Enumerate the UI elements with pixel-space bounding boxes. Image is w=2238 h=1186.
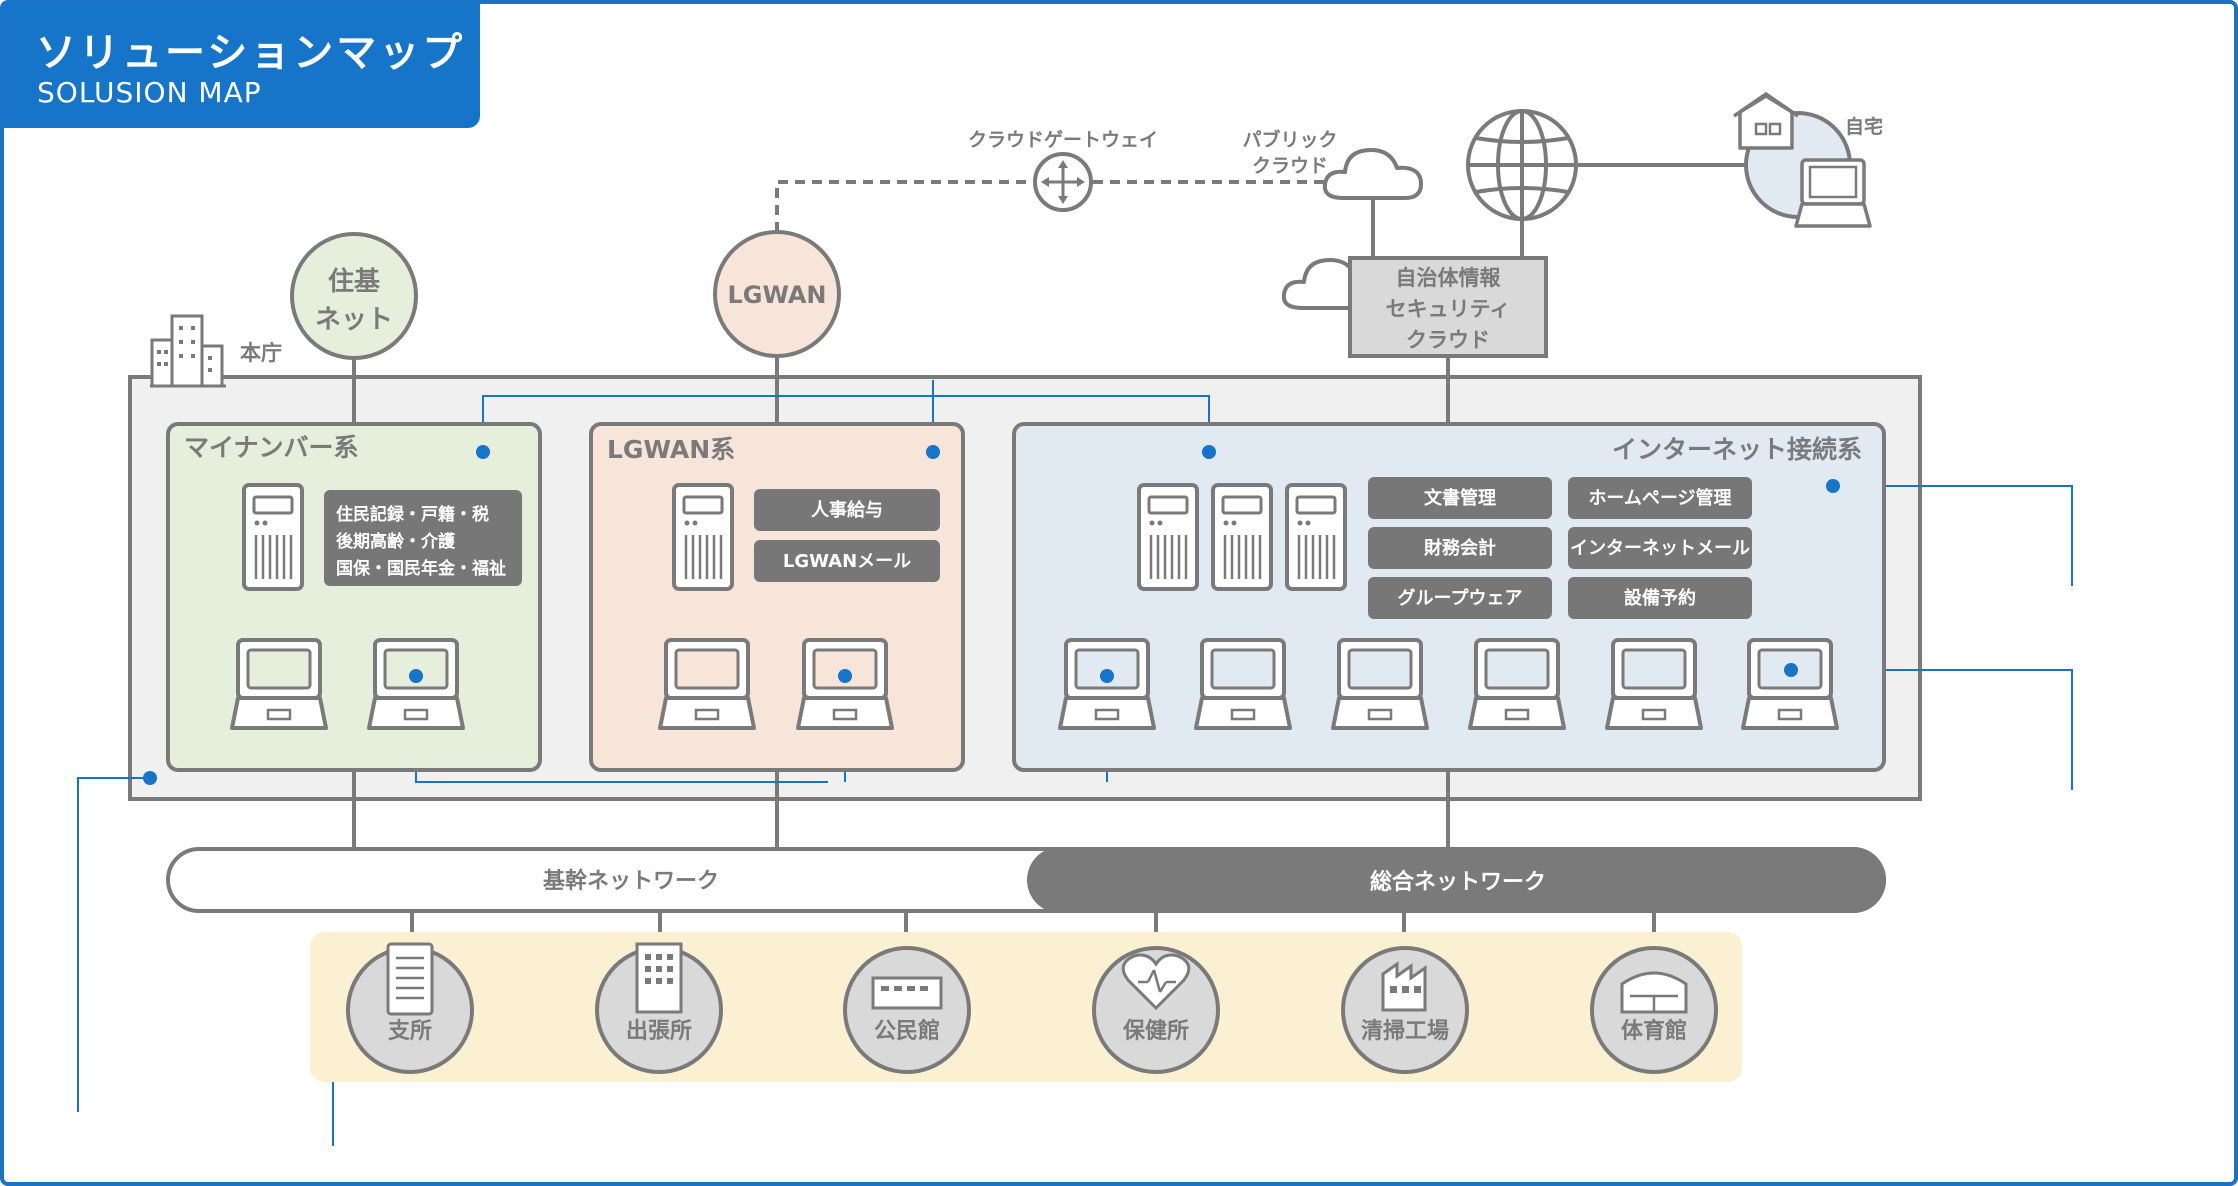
- internet-laptop-3: [1331, 638, 1429, 730]
- internet-apps: [1368, 477, 1752, 619]
- lgwan-node-label: LGWAN: [727, 281, 826, 309]
- facility-3: [843, 946, 971, 1074]
- security-cloud-box: [1348, 256, 1548, 358]
- facility-label-3: 公民館: [874, 1018, 940, 1044]
- facility-label-6: 体育館: [1621, 1018, 1687, 1044]
- building-windows: [157, 326, 212, 372]
- building-icon: [150, 314, 226, 388]
- community-hall-icon: [871, 976, 943, 1010]
- security-cloud-label-2: セキュリティ: [1386, 297, 1511, 321]
- backbone-network-label: 基幹ネットワーク: [543, 868, 719, 894]
- lgwan-laptop-2: [796, 638, 894, 730]
- facility-icon-details: [396, 956, 1678, 1012]
- lgwan-server: [672, 483, 734, 591]
- mynumber-laptop-1: [230, 638, 328, 730]
- zone-mynumber: [166, 422, 542, 772]
- page-title: ソリューションマップ: [36, 30, 466, 76]
- zone-mynumber-title: マイナンバー系: [184, 433, 359, 462]
- mynumber-app-1: 住民記録・戸籍・税: [336, 504, 489, 525]
- internet-laptop-2: [1194, 638, 1292, 730]
- internet-app-1: 文書管理: [1424, 487, 1496, 509]
- internet-laptop-6: [1741, 638, 1839, 730]
- facility-label-2: 出張所: [626, 1019, 692, 1044]
- facility-label-1: 支所: [388, 1019, 432, 1044]
- globe-icon: [1466, 109, 1578, 221]
- internet-app-6: 設備予約: [1624, 587, 1696, 609]
- facilities-area: [310, 932, 1742, 1082]
- public-cloud-label-2: クラウド: [1252, 155, 1328, 177]
- internet-app-5: グループウェア: [1398, 587, 1523, 609]
- page-subtitle: SOLUSION MAP: [37, 76, 262, 109]
- lgwan-node: LGWAN: [713, 230, 841, 358]
- facility-label-4: 保健所: [1122, 1018, 1189, 1044]
- internet-laptop-5: [1605, 638, 1703, 730]
- zone-lgwan-title: LGWAN系: [607, 435, 735, 464]
- integrated-network-label: 総合ネットワーク: [1370, 869, 1546, 895]
- cloud-gateway-icon: [1033, 152, 1093, 212]
- integrated-network-bar: [1027, 847, 1886, 913]
- zone-lgwan: [589, 422, 965, 772]
- gymnasium-icon: [1620, 971, 1688, 1014]
- cloud-gateway-label: クラウドゲートウェイ: [968, 129, 1158, 151]
- mynumber-laptop-2: [367, 638, 465, 730]
- lgwan-app-2: LGWANメール: [783, 551, 911, 572]
- internet-app-4: インターネットメール: [1570, 538, 1750, 559]
- lgwan-app-2-box: [754, 540, 940, 582]
- title-banner: ソリューションマップ SOLUSION MAP: [2, 2, 480, 128]
- mynumber-app-2: 後期高齢・介護: [336, 531, 456, 552]
- security-cloud-label-1: 自治体情報: [1396, 266, 1502, 290]
- mynumber-app-3: 国保・国民年金・福祉: [336, 558, 506, 579]
- facility-icon-dots: [645, 954, 1421, 993]
- hq-label: 本庁: [240, 341, 282, 365]
- annotation-dots: [143, 445, 1840, 1047]
- home-icon: [1733, 91, 1872, 228]
- internet-server-2: [1211, 483, 1273, 591]
- public-cloud-label-1: パブリック: [1242, 128, 1337, 151]
- internet-app-3: 財務会計: [1424, 537, 1496, 559]
- mynumber-server: [242, 483, 304, 591]
- internet-app-2: ホームページ管理: [1588, 487, 1731, 509]
- mynumber-apps-box: [324, 490, 522, 586]
- internet-laptop-4: [1468, 638, 1566, 730]
- internet-laptop-1: [1058, 638, 1156, 730]
- zone-internet-title: インターネット接続系: [1612, 435, 1862, 464]
- lgwan-app-1-box: [754, 489, 940, 531]
- internet-server-1: [1137, 483, 1199, 591]
- juki-label-1: 住基: [328, 266, 381, 297]
- internet-server-3: [1285, 483, 1347, 591]
- lgwan-laptop-1: [658, 638, 756, 730]
- facility-label-5: 清掃工場: [1361, 1018, 1449, 1044]
- juki-net-node: 住基 ネット: [290, 232, 418, 360]
- public-cloud-icon: [1322, 148, 1423, 200]
- security-cloud-label-3: クラウド: [1406, 328, 1490, 352]
- juki-label-2: ネット: [315, 305, 393, 335]
- lgwan-app-1: 人事給与: [811, 499, 883, 521]
- home-label: 自宅: [1845, 115, 1883, 138]
